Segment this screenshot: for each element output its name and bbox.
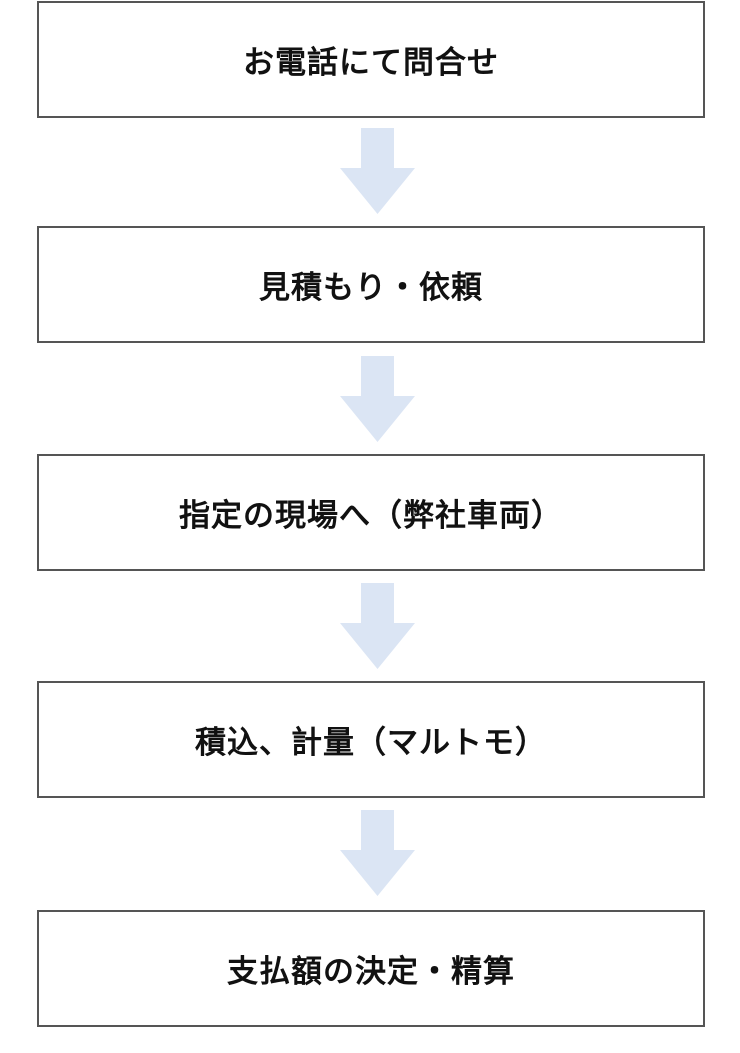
- down-arrow-icon-shape: [340, 128, 415, 214]
- step-label: 支払額の決定・精算: [227, 954, 515, 990]
- step-label: 積込、計量（マルトモ）: [195, 725, 547, 761]
- down-arrow-icon: [340, 583, 415, 669]
- step-label: 見積もり・依頼: [259, 270, 483, 306]
- down-arrow-icon: [340, 356, 415, 442]
- down-arrow-icon: [340, 810, 415, 896]
- step-box-loading-weighing: 積込、計量（マルトモ）: [37, 681, 705, 798]
- step-label: お電話にて問合せ: [243, 45, 499, 81]
- step-box-estimate: 見積もり・依頼: [37, 226, 705, 343]
- step-box-inquiry: お電話にて問合せ: [37, 1, 705, 118]
- down-arrow-icon-shape: [340, 810, 415, 896]
- down-arrow-icon-shape: [340, 356, 415, 442]
- step-box-payment: 支払額の決定・精算: [37, 910, 705, 1027]
- down-arrow-icon-shape: [340, 583, 415, 669]
- step-label: 指定の現場へ（弊社車両）: [179, 498, 563, 534]
- down-arrow-icon: [340, 128, 415, 214]
- step-box-site-visit: 指定の現場へ（弊社車両）: [37, 454, 705, 571]
